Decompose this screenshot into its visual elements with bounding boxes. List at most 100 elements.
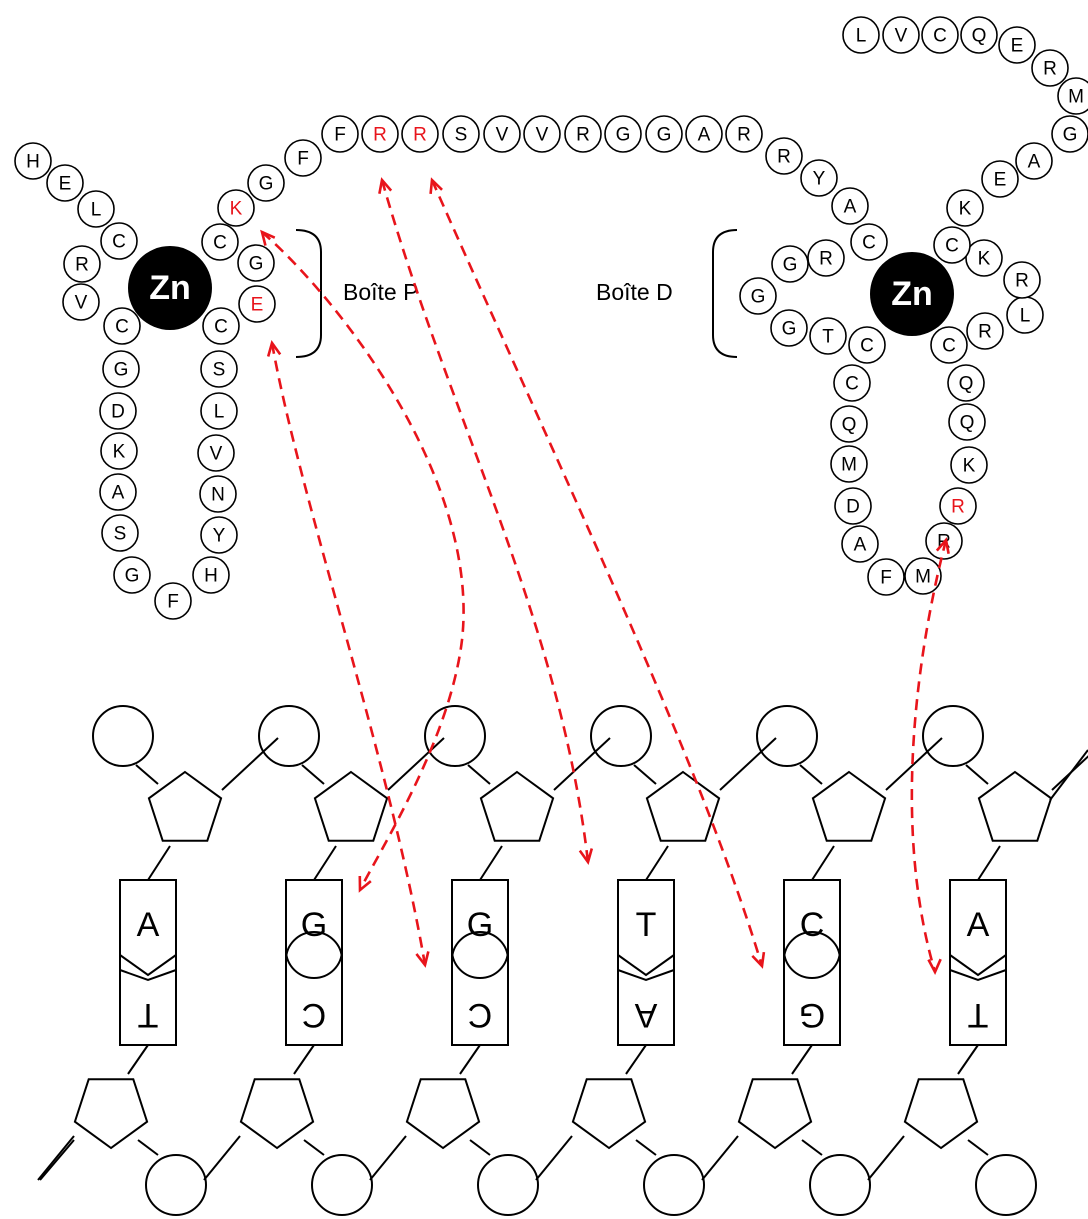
interaction-arrow (910, 539, 948, 973)
box-p-bracket (295, 229, 322, 358)
finger1-residue: K (100, 432, 138, 470)
base-pair: CG (783, 879, 841, 1046)
residue-letter: C (942, 336, 956, 357)
residue-circle (771, 245, 809, 283)
residue-circle (850, 223, 888, 261)
residue-circle (904, 557, 942, 595)
residue-letter: R (75, 255, 89, 276)
backbone-bond (867, 1135, 905, 1181)
residue-circle (867, 558, 905, 596)
residue-letter: Q (972, 26, 987, 47)
residue-circle (921, 16, 959, 54)
interaction-arrow (380, 179, 590, 863)
residue-letter: D (846, 497, 860, 518)
arrowhead (266, 340, 282, 357)
residue-letter: R (373, 125, 387, 146)
phosphate (756, 705, 818, 767)
finger2-residue: K (946, 189, 984, 227)
residue-letter: R (777, 147, 791, 168)
phosphate (590, 705, 652, 767)
deoxyribose-sugar (405, 1078, 481, 1150)
residue-letter: V (496, 125, 509, 146)
glycosidic-bond (313, 845, 337, 881)
residue-letter: H (204, 566, 218, 587)
residue-letter: C (213, 233, 227, 254)
residue-letter: C (945, 236, 959, 257)
chevron-joint (119, 954, 177, 977)
residue-letter: C (112, 232, 126, 253)
residue-circle (948, 403, 986, 441)
residue-letter: A (1028, 152, 1041, 173)
linker-residue: Y (800, 159, 838, 197)
finger1-residue: S (101, 514, 139, 552)
phosphate (145, 1154, 207, 1216)
residue-circle (197, 434, 235, 472)
linker-residue: S (442, 115, 480, 153)
bottom-base: A (634, 996, 657, 1034)
box-d-label: Boîte D (596, 279, 673, 305)
finger2-residue: C (833, 364, 871, 402)
finger1-residue: R (63, 245, 101, 283)
residue-letter: E (1011, 36, 1024, 57)
finger2-residue: T (809, 317, 847, 355)
residue-circle (101, 514, 139, 552)
residue-circle (1057, 77, 1088, 115)
backbone-bond (553, 737, 611, 791)
backbone-bond (799, 764, 823, 785)
backbone-bond (203, 1135, 241, 1181)
finger2-residue: K (950, 446, 988, 484)
glycosidic-bond (459, 1044, 481, 1075)
top-base: G (467, 906, 493, 944)
finger2-residue: Q (948, 403, 986, 441)
residue-circle (981, 160, 1019, 198)
deoxyribose-sugar (977, 770, 1053, 842)
tail-residue: V (882, 16, 920, 54)
residue-circle (63, 245, 101, 283)
backbone-bond (965, 764, 989, 785)
finger2-residue: L (1006, 296, 1044, 334)
finger2-residue: A (841, 525, 879, 563)
chevron-joint (617, 969, 675, 982)
finger1-residue: C (202, 307, 240, 345)
round-joint (451, 949, 509, 979)
finger2-residue: R (966, 312, 1004, 350)
bottom-base: C (468, 996, 493, 1034)
finger2-residue: G (739, 277, 777, 315)
arrowhead (358, 875, 372, 893)
arrowhead (429, 177, 443, 195)
residue-circle (284, 139, 322, 177)
residue-letter: R (1015, 271, 1029, 292)
glycosidic-bond (791, 1044, 813, 1075)
glycosidic-bond (645, 845, 669, 881)
base-pair: TA (617, 879, 675, 1046)
linker-residue: A (685, 115, 723, 153)
residue-circle (830, 445, 868, 483)
residue-letter: S (213, 360, 226, 381)
tail-residue: R (1031, 49, 1069, 87)
residue-letter: L (214, 402, 225, 423)
backbone-bond (387, 737, 445, 791)
dna-backbone (37, 705, 1088, 1216)
residue-circle (154, 582, 192, 620)
residue-letter: Q (960, 413, 975, 434)
interaction-arrows (260, 177, 950, 975)
residue-circle (834, 487, 872, 525)
tail-residue: E (998, 26, 1036, 64)
glycosidic-bond (977, 845, 1001, 881)
residue-circle (770, 309, 808, 347)
top-base: A (967, 906, 990, 944)
base-pair-box (617, 879, 675, 1046)
residue-circle (103, 307, 141, 345)
residue-letter: R (951, 497, 965, 518)
bottom-base: T (968, 996, 989, 1034)
finger1-residue: G (102, 350, 140, 388)
finger1-residue: K (217, 189, 255, 227)
top-base: A (137, 906, 160, 944)
chevron-joint (617, 954, 675, 977)
deoxyribose-sugar (239, 1078, 315, 1150)
residue-letter: V (75, 293, 88, 314)
finger1-residue: N (199, 475, 237, 513)
linker-residue: R (725, 115, 763, 153)
finger2-residue: G (1051, 115, 1088, 153)
